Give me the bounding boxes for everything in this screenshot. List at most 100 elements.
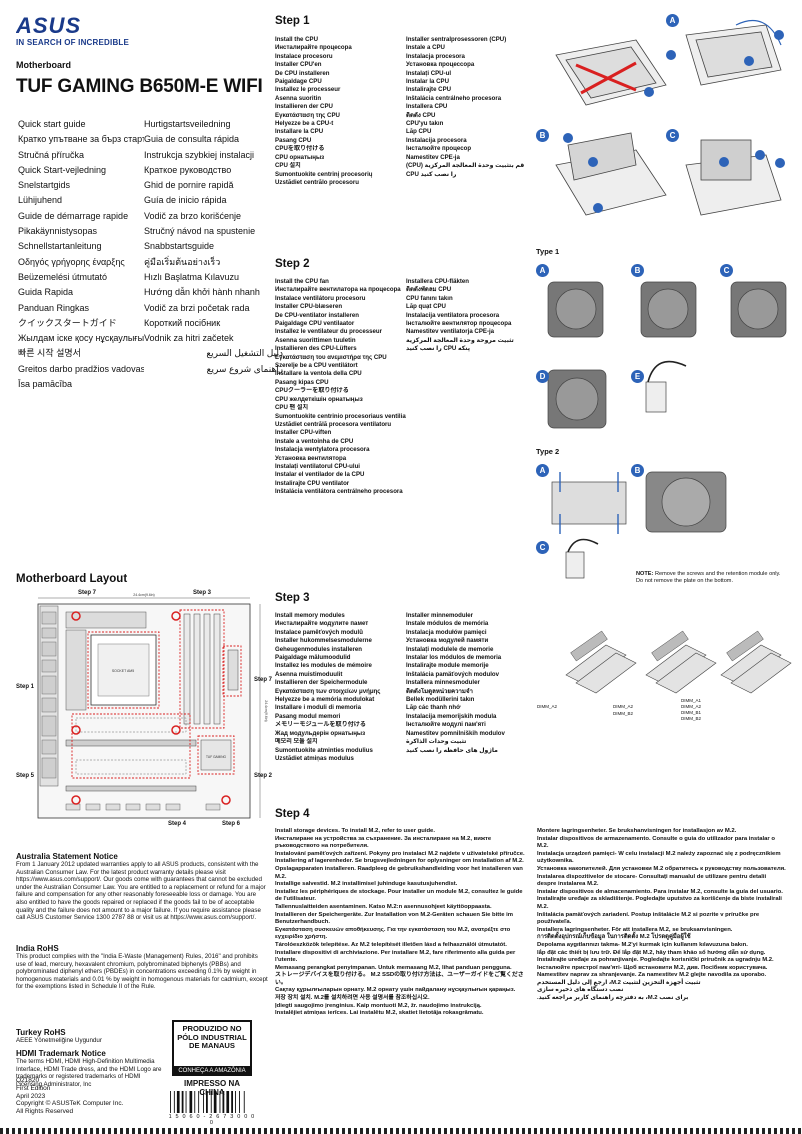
guide-language-item: Stručná příručka (18, 149, 85, 160)
step1-col2-line: Установка процессора (406, 61, 475, 69)
guide-language-item: Greitos darbo pradžios vadovas (18, 363, 144, 374)
step1-col1-line: Installer CPU'en (275, 61, 322, 69)
guide-language-item: クイックスタートガイド (18, 317, 117, 328)
layout-title: Motherboard Layout (16, 573, 128, 585)
step3-col1-line: Uzstādiet atmiņas modulus (275, 754, 354, 762)
step2-col2-line: ติดตั้งพัดลม CPU (406, 286, 452, 294)
guide-language-item: Quick start guide (18, 119, 86, 129)
step1-col1-line: Εγκατάσταση της CPU (275, 111, 340, 119)
guide-language-item: Guida Rapida (18, 287, 74, 298)
step4-col2-line: Instalarea dispozitivelor de stocare- Co… (537, 873, 767, 888)
manaus-line-2: PÓLO INDUSTRIAL (177, 1032, 247, 1042)
step1-col2-line: Instalacja procesora (406, 52, 465, 60)
dimm-label-4: DIMM_A1 (681, 698, 702, 703)
cooler-type2-illustration (551, 471, 727, 579)
step4-col2-line: Instalirajte uređaje za pohranjivanje. P… (537, 957, 774, 964)
turkey-rohs-text: AEEE Yönetmeliğine Uygundur (16, 1037, 102, 1044)
step1-col2-line: CPU را نصب کنید (406, 170, 457, 178)
step1-figure-c: C (666, 129, 679, 142)
footer-date: April 2023 (16, 1092, 46, 1100)
step2-col1-line: Installez le ventilateur du processeur (275, 328, 383, 336)
board-brand-label: TUF GAMING (206, 755, 227, 759)
guide-language-item: Guide de démarrage rapide (18, 210, 129, 221)
step4-col2-line: Montere lagringsenheter. Se brukshanvisn… (537, 828, 737, 834)
dimm-label-3: DIMM_B2 (613, 711, 634, 716)
dimm-label-1: DIMM_A2 (537, 704, 558, 709)
type1-title: Type 1 (536, 247, 560, 256)
guide-language-item: Quick Start-vejledning (18, 164, 107, 175)
step1-col1-line: CPUを取り付ける (275, 145, 325, 153)
board-step-7-top: Step 7 (78, 590, 97, 596)
hdmi-notice-text: The terms HDMI, HDMI High-Definition Mul… (16, 1058, 162, 1088)
footer-copyright: Copyright © ASUSTeK Computer Inc. (16, 1100, 124, 1108)
manaus-badge: PRODUZIDO NO PÓLO INDUSTRIAL DE MANAUS (172, 1020, 252, 1068)
board-step-1: Step 1 (16, 684, 35, 690)
step4-col1-line: Installering af lagerenheder. Se brugsve… (275, 858, 524, 865)
type1-figure-b: B (631, 264, 644, 277)
guide-language-item: Panduan Ringkas (18, 302, 90, 313)
step4-col1-line: Opslagapparaten installeren. Raadpleeg d… (275, 865, 523, 880)
step3-col2-line: Установка модулей памяти (406, 637, 489, 645)
step3-col2-line: Bellek modüllerini takın (406, 696, 475, 704)
step4-col1-line: Installez les périphériques de stockage.… (275, 888, 523, 903)
step3-col1-line: Инсталирайте модулите памет (275, 620, 369, 628)
step2-col1-line: Pasang kipas CPU (275, 378, 329, 386)
step1-col1-line: Installare la CPU (275, 128, 324, 136)
step2-col2-line: پنکه CPU را نصب کنید (406, 345, 471, 353)
step3-col2-line: Lắp các thanh nhớ (406, 704, 461, 712)
step4-col2-line: Namestitev naprav za shranjevanje. Za na… (537, 972, 767, 979)
guide-language-item: Hurtigstartsveiledning (144, 119, 231, 129)
guide-language-item: Schnellstartanleitung (18, 241, 102, 252)
step3-col1-line: Pasang modul memori (275, 712, 341, 720)
guide-language-item: Кратко упътване за бърз старт (18, 134, 144, 145)
step4-col1-line: Instalování paměťových zařízení. Pokyny … (275, 850, 525, 857)
step4-col1-line: Сақтау құрылғыларын орнату. M.2 орнату ү… (275, 987, 516, 994)
step4-title: Step 4 (275, 808, 310, 820)
guide-language-item: Vodič za brzo korišćenje (144, 210, 242, 221)
type2-title: Type 2 (536, 447, 560, 456)
step2-col1-line: Установка вентилятора (275, 454, 347, 462)
step1-col2-line: Inštalácia centrálneho procesora (406, 94, 502, 102)
step2-col2-line: Installera CPU-fläkten (406, 278, 469, 285)
step3-col2-line: Instalar los módulos de memoria (406, 654, 502, 662)
step2-col1-line: Installieren des CPU-Lüfters (275, 345, 357, 353)
step4-col1-line: Installige salvestid. M.2 installimisel … (275, 881, 458, 888)
step1-figure-b: B (536, 129, 549, 142)
step1-col1-line: Installieren der CPU (275, 103, 333, 111)
step3-col1-line: Helyezze be a memória modulokat (275, 696, 375, 704)
step2-col1-line: Szerelje be a CPU ventilátort (275, 362, 358, 370)
step1-col1-line: Asenna suoritin (275, 94, 322, 102)
step1-col2-line: Instalar la CPU (406, 78, 450, 86)
note-text: Remove the screws and the retention modu… (636, 571, 781, 584)
guide-language-item: Hızlı Başlatma Kılavuzu (144, 271, 240, 282)
memory-install-illustration (565, 630, 792, 694)
guide-language-item: 빠른 시작 설명서 (18, 348, 81, 359)
asus-logo: ASUS (16, 14, 80, 36)
step1-col1-line: Paigaldage CPU (275, 78, 322, 86)
guide-language-item: Жылдам іске қосу нұсқаулығы (18, 333, 144, 344)
step3-col2-line: Інсталюйте модулі пам'яті (406, 721, 486, 729)
step3-col1-line: Sumontuokite atminties modulius (275, 746, 373, 754)
guide-language-item: Snelstartgids (18, 180, 71, 191)
step1-column-2: Installer sentralprosessoren (CPU)Instal… (406, 36, 537, 187)
manaus-line-3: DE MANAUS (189, 1041, 235, 1050)
guide-language-item: Stručný návod na spustenie (144, 226, 256, 237)
turkey-rohs-title: Turkey RoHS (16, 1028, 66, 1037)
step1-col2-line: Lắp CPU (406, 128, 432, 136)
step3-col2-line: Instale módulos de memória (406, 620, 489, 628)
hdmi-notice-title: HDMI Trademark Notice (16, 1049, 106, 1058)
step2-col2-line: Instalacija ventilatora procesora (406, 311, 500, 319)
type2-figure-c: C (536, 541, 549, 554)
step4-col1-line: Installieren der Speichergeräte. Zur Ins… (275, 911, 513, 926)
footer-info: Q21820 First Edition April 2023 Copyrigh… (16, 1077, 123, 1116)
india-rohs-notice: India RoHS This product complies with th… (16, 944, 268, 991)
dimm-label-7: DIMM_B2 (681, 716, 702, 721)
step1-col2-line: Installera CPU (406, 103, 448, 111)
step4-col2-line: Instalacja urządzeń pamięci- W celu inst… (537, 850, 781, 865)
